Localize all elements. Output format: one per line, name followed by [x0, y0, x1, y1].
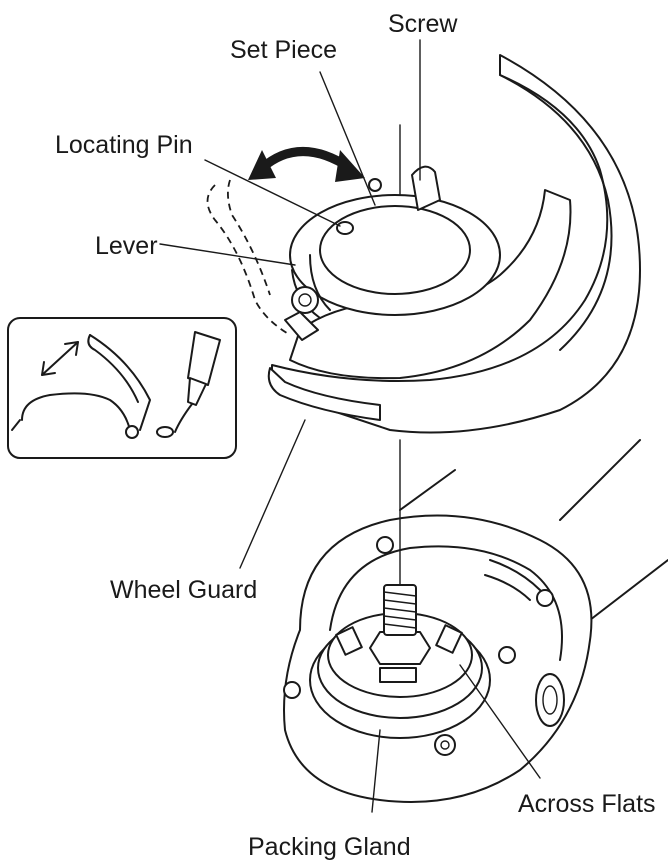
inset-arrow-icon: [41, 341, 79, 376]
label-packing-gland: Packing Gland: [248, 833, 411, 861]
clamp-ring: [284, 165, 501, 341]
label-across-flats: Across Flats: [518, 790, 656, 818]
grease-tube-icon: [156, 331, 221, 438]
leader-lines: [159, 39, 541, 813]
label-lever: Lever: [95, 232, 158, 260]
grinder-body: [283, 439, 668, 803]
label-screw: Screw: [388, 10, 458, 38]
label-set-piece: Set Piece: [230, 36, 337, 64]
label-locating-pin: Locating Pin: [55, 131, 193, 159]
rotation-arrow-icon: [248, 147, 365, 182]
grease-inset: [7, 317, 237, 459]
lever-open-position: [206, 184, 291, 336]
packing-gland: [309, 584, 491, 739]
label-wheel-guard: Wheel Guard: [110, 576, 257, 604]
